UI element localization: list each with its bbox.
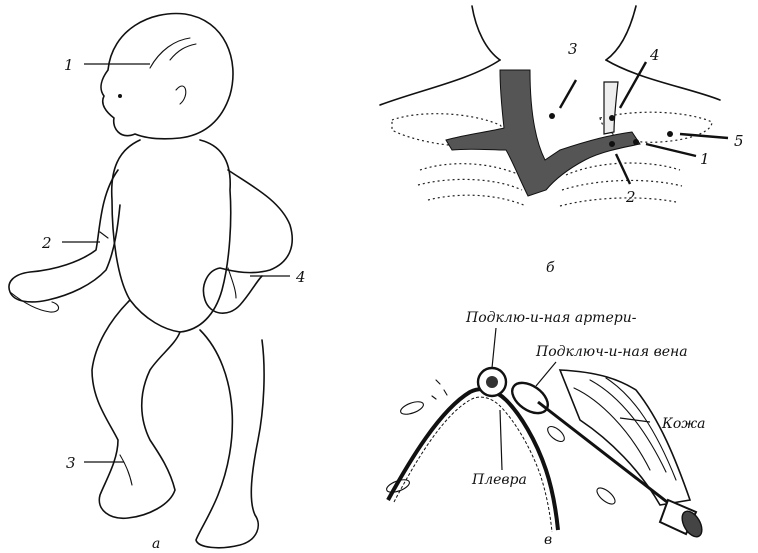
label-a-2: 2: [41, 234, 52, 252]
child-torso: [112, 140, 231, 332]
panel-a: 1 2 3 4 а: [9, 13, 306, 552]
scalp-vessels: [150, 38, 196, 68]
leader-artery: [492, 328, 496, 368]
leader-vein: [536, 362, 556, 386]
external-jugular: [604, 82, 618, 134]
leader-pleura: [500, 410, 502, 470]
neck-outline: [472, 6, 636, 60]
artery-lumen: [486, 376, 498, 388]
caption-b: б: [546, 260, 555, 276]
hand-vein: [228, 268, 236, 298]
point-b-2: [609, 141, 615, 147]
arrow-b-3: [560, 80, 576, 108]
label-pleura: Плевра: [471, 472, 527, 488]
label-b-2: 2: [625, 188, 636, 206]
vessel-small-4: [594, 485, 617, 507]
child-left-leg: [92, 300, 180, 518]
foot-vein: [120, 455, 132, 485]
arrow-b-5: [680, 134, 728, 138]
label-a-3: 3: [66, 454, 76, 472]
label-b-4: 4: [649, 46, 660, 64]
shoulder-outline: [380, 60, 720, 105]
pleura-inner: [394, 397, 552, 532]
label-a-4: 4: [295, 268, 306, 286]
child-left-arm: [9, 170, 120, 302]
point-b-4: [609, 115, 615, 121]
arrow-b-2: [616, 154, 630, 184]
point-b-3: [549, 113, 555, 119]
child-right-leg: [196, 330, 264, 548]
child-ear: [176, 86, 186, 104]
point-b-5: [667, 131, 673, 137]
caption-c: в: [544, 532, 552, 548]
label-b-1: 1: [700, 150, 710, 168]
label-artery: Подклю-и-ная артери-: [465, 310, 637, 326]
label-a-1: 1: [64, 56, 74, 74]
label-b-3: 3: [568, 40, 578, 58]
child-right-arm: [203, 170, 292, 313]
label-vein: Подключ-и-ная вена: [535, 344, 688, 360]
child-head: [101, 13, 233, 138]
label-b-5: 5: [734, 132, 744, 150]
panel-c: Подклю-и-ная артери- Подключ-и-ная вена …: [385, 310, 706, 548]
ribs-left: [418, 164, 526, 206]
subclavian-vein: [507, 377, 554, 420]
vessel-small-1: [399, 399, 425, 417]
arrow-b-1: [646, 144, 696, 156]
arm-vein: [100, 232, 108, 238]
label-skin: Кожа: [661, 416, 706, 432]
ribs-right: [560, 163, 682, 206]
vessel-small-3: [545, 424, 567, 445]
panel-b: 3 4 5 1 2 б: [380, 6, 744, 276]
child-eye: [118, 94, 122, 98]
stipple-marks: [432, 380, 447, 399]
caption-a: а: [152, 536, 160, 552]
point-b-1: [633, 139, 639, 145]
